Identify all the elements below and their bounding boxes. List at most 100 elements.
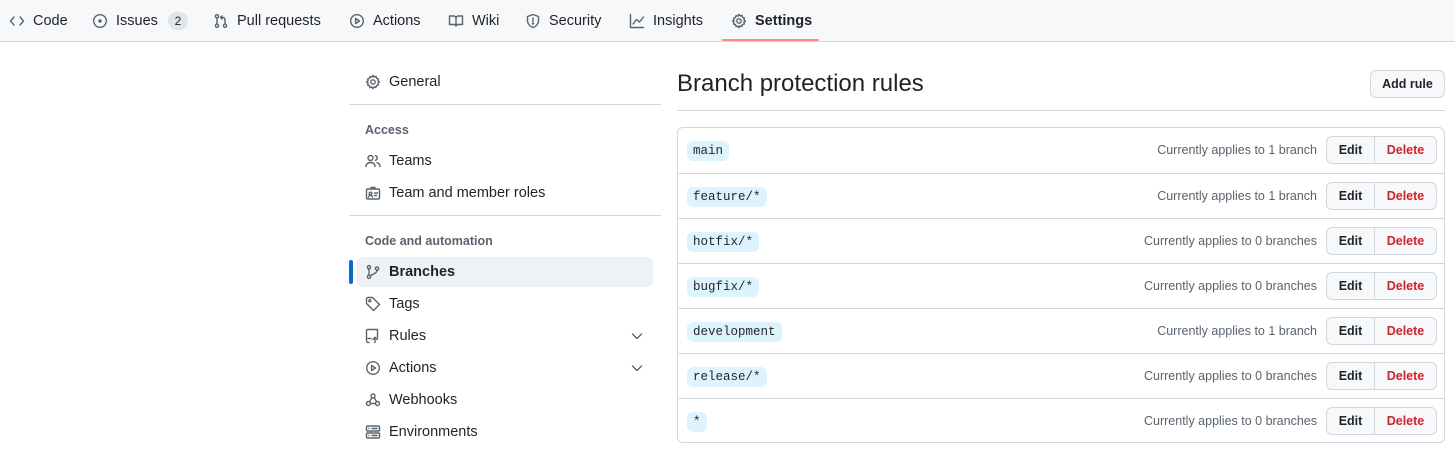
tab-wiki[interactable]: Wiki [448,0,499,42]
gear-icon [731,13,747,29]
tab-code[interactable]: Code [9,0,68,42]
play-icon [365,360,381,376]
list-item: * Currently applies to 0 branches Edit D… [678,398,1444,443]
tab-insights[interactable]: Insights [629,0,703,42]
issues-count-badge: 2 [167,12,188,30]
edit-button[interactable]: Edit [1326,272,1375,300]
branch-pattern: development [687,322,782,342]
edit-button[interactable]: Edit [1326,407,1375,435]
list-item: release/* Currently applies to 0 branche… [678,353,1444,398]
list-item: feature/* Currently applies to 1 branch … [678,173,1444,218]
tab-wiki-label: Wiki [472,13,500,29]
branch-rules-list: main Currently applies to 1 branch Edit … [677,127,1445,443]
webhook-icon [365,393,381,407]
tab-security-label: Security [549,13,602,29]
sidebar-item-label: Teams [389,153,432,169]
applies-count: Currently applies to 0 branches [1143,234,1317,248]
sidebar-item-webhooks[interactable]: Webhooks [357,385,653,415]
sidebar-item-branches[interactable]: Branches [357,257,653,287]
sidebar-item-general[interactable]: General [357,67,653,97]
play-icon [349,13,365,29]
people-icon [365,154,381,168]
shield-icon [526,13,540,29]
tab-code-label: Code [33,13,68,29]
book-icon [448,15,464,27]
edit-button[interactable]: Edit [1326,136,1375,164]
sidebar-item-teams[interactable]: Teams [357,146,653,176]
sidebar-item-label: Team and member roles [389,185,546,201]
sidebar-divider [349,104,661,105]
tab-issues[interactable]: Issues 2 [92,0,188,42]
tag-icon [365,296,381,312]
tab-pull-requests-label: Pull requests [237,13,321,29]
git-pull-request-icon [214,13,228,28]
delete-button[interactable]: Delete [1374,136,1437,164]
tab-insights-label: Insights [653,13,703,29]
server-icon [365,425,381,439]
delete-button[interactable]: Delete [1374,407,1437,435]
edit-button[interactable]: Edit [1326,317,1375,345]
tab-settings[interactable]: Settings [731,0,812,42]
repo-push-icon [365,328,379,344]
edit-button[interactable]: Edit [1326,227,1375,255]
delete-button[interactable]: Delete [1374,182,1437,210]
branch-pattern: release/* [687,367,767,387]
branch-pattern: feature/* [687,187,767,207]
issue-opened-icon [92,13,108,29]
tab-actions[interactable]: Actions [349,0,421,42]
applies-count: Currently applies to 0 branches [1143,369,1317,383]
tab-security[interactable]: Security [525,0,601,42]
graph-icon [629,13,645,29]
git-branch-icon [366,264,380,280]
list-item: bugfix/* Currently applies to 0 branches… [678,263,1444,308]
sidebar-item-label: Webhooks [389,392,458,408]
sidebar-heading-code-and-automation: Code and automation [365,234,493,248]
page-title: Branch protection rules [677,70,924,97]
edit-button[interactable]: Edit [1326,182,1375,210]
tab-actions-label: Actions [373,13,421,29]
branch-pattern: bugfix/* [687,277,760,297]
sidebar-item-label: General [389,74,441,90]
repo-nav: Code Issues 2 Pull requests Actions Wiki… [0,0,1455,42]
code-icon [9,16,25,26]
delete-button[interactable]: Delete [1374,227,1437,255]
title-divider [677,110,1445,111]
list-item: development Currently applies to 1 branc… [678,308,1444,353]
applies-count: Currently applies to 1 branch [1157,143,1317,157]
sidebar-item-label: Tags [389,296,420,312]
sidebar-item-tags[interactable]: Tags [357,289,653,319]
sidebar-item-environments[interactable]: Environments [357,417,653,447]
active-tab-underline [722,39,819,41]
sidebar-item-label: Branches [389,264,456,280]
applies-count: Currently applies to 0 branches [1143,414,1317,428]
list-item: main Currently applies to 1 branch Edit … [678,128,1444,173]
chevron-down-icon[interactable] [629,360,645,376]
tab-pull-requests[interactable]: Pull requests [213,0,321,42]
id-badge-icon [365,186,381,200]
sidebar-active-indicator [349,260,353,284]
sidebar-item-team-and-member-roles[interactable]: Team and member roles [357,178,653,208]
sidebar-item-rules[interactable]: Rules [357,321,653,351]
applies-count: Currently applies to 0 branches [1143,279,1317,293]
branch-pattern: main [687,141,730,161]
edit-button[interactable]: Edit [1326,362,1375,390]
delete-button[interactable]: Delete [1374,317,1437,345]
gear-icon [365,74,381,90]
delete-button[interactable]: Delete [1374,362,1437,390]
sidebar-divider [349,215,661,216]
sidebar-heading-access: Access [365,123,409,137]
tab-settings-label: Settings [755,13,813,29]
delete-button[interactable]: Delete [1374,272,1437,300]
applies-count: Currently applies to 1 branch [1157,324,1317,338]
applies-count: Currently applies to 1 branch [1157,189,1317,203]
branch-pattern: * [687,412,707,432]
tab-issues-label: Issues [116,13,158,29]
sidebar-item-actions[interactable]: Actions [357,353,653,383]
chevron-down-icon[interactable] [629,328,645,344]
list-item: hotfix/* Currently applies to 0 branches… [678,218,1444,263]
sidebar-item-label: Environments [389,424,478,440]
add-rule-button[interactable]: Add rule [1370,70,1445,98]
branch-pattern: hotfix/* [687,232,760,252]
sidebar-item-label: Rules [389,328,427,344]
sidebar-item-label: Actions [389,360,437,376]
